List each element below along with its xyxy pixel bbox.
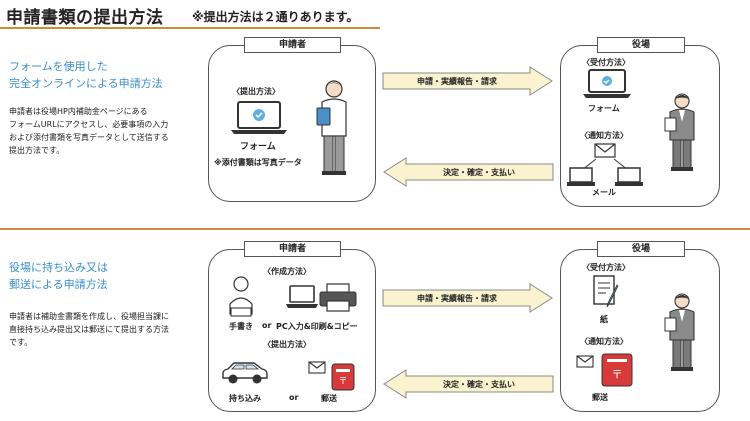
create-method-label: 〈作成方法〉 (263, 267, 311, 276)
handwrite-label: 手書き (229, 322, 253, 331)
section2-description: 申請者は補助金書類を作成し、役場担当課に 直接持ち込み提出又は郵送にて提出する方… (9, 310, 169, 349)
printer-icon (319, 283, 357, 312)
page-title: 申請書類の提出方法 (6, 8, 164, 28)
section1-desc-line: 申請者は役場HP内補助金ページにある (9, 107, 148, 116)
section2-desc-line: 申請者は補助金書類を作成し、役場担当課に (9, 312, 169, 321)
arrow-decision-to-applicant (383, 369, 554, 399)
section2-desc-line: 直接持ち込み提出又は郵送にて提出する方法 (9, 325, 169, 334)
laptop-icon (286, 285, 318, 308)
arrow-apply-label: 申請・実績報告・請求 (417, 77, 497, 86)
section2-heading-line2: 郵送による申請方法 (9, 278, 108, 291)
office-staff-icon (664, 293, 695, 371)
arrow-apply-label: 申請・実績報告・請求 (417, 294, 497, 303)
applicant-panel-online (208, 45, 376, 202)
svg-text:〒: 〒 (612, 368, 623, 381)
arrow-apply-to-office (382, 66, 553, 96)
form-label: フォーム (240, 142, 276, 152)
laptop-form-icon (583, 69, 631, 98)
method-count-note: ※提出方法は２通りあります。 (192, 10, 359, 24)
arrow-decision-to-applicant (383, 157, 554, 187)
svg-text:〒: 〒 (338, 377, 347, 387)
section1-heading-line1: フォームを使用した (9, 60, 108, 73)
office-tab: 役場 (597, 241, 685, 257)
laptop-form-icon (231, 101, 287, 134)
attachment-note: ※添付書類は写真データ (214, 158, 302, 167)
section2-heading: 役場に持ち込み又は 郵送による申請方法 (9, 259, 108, 293)
or-label: or (289, 393, 299, 402)
section1-heading-line2: 完全オンラインによる申請方法 (9, 77, 163, 90)
section1-desc-line: 提出方法です。 (9, 146, 65, 155)
post-label: 郵送 (321, 394, 337, 403)
notify-method-label: 〈通知方法〉 (580, 131, 628, 140)
mail-postbox-icon: 〒 (576, 353, 633, 387)
office-tab: 役場 (597, 37, 685, 53)
paper-document-icon (593, 275, 619, 308)
bring-label: 持ち込み (229, 394, 261, 403)
receive-method-label: 〈受付方法〉 (582, 58, 630, 67)
submit-method-label: 〈提出方法〉 (232, 87, 280, 96)
arrow-apply-to-office (382, 283, 553, 313)
handwriting-person-icon (229, 276, 253, 317)
section1-description: 申請者は役場HP内補助金ページにある フォームURLにアクセスし、必要事項の入力… (9, 105, 169, 157)
mail-postbox-icon: 〒 (308, 361, 355, 391)
applicant-tab: 申請者 (244, 241, 341, 257)
pc-print-copy-label: PC入力&印刷&コピー (276, 322, 358, 331)
car-icon (222, 362, 268, 384)
submit-method-label: 〈提出方法〉 (263, 340, 311, 349)
applicant-tab: 申請者 (244, 37, 341, 53)
paper-label: 紙 (600, 315, 608, 324)
title-underline (0, 27, 380, 29)
mail-label: メール (592, 188, 616, 197)
section1-desc-line: フォームURLにアクセスし、必要事項の入力 (9, 120, 169, 129)
person-tablet-icon (316, 80, 347, 175)
email-notify-icon (567, 143, 643, 186)
section1-desc-line: および添付書類を写真データとして送信する (9, 133, 169, 142)
section1-heading: フォームを使用した 完全オンラインによる申請方法 (9, 58, 163, 92)
arrow-decision-label: 決定・確定・支払い (443, 380, 515, 389)
receive-method-label: 〈受付方法〉 (582, 263, 630, 272)
section2-desc-line: です。 (9, 338, 33, 347)
notify-method-label: 〈通知方法〉 (580, 337, 628, 346)
section-divider (0, 228, 750, 230)
or-label: or (262, 321, 272, 330)
office-form-label: フォーム (588, 104, 620, 113)
section2-heading-line1: 役場に持ち込み又は (9, 261, 108, 274)
arrow-decision-label: 決定・確定・支払い (443, 168, 515, 177)
office-staff-icon (664, 93, 695, 171)
office-post-label: 郵送 (592, 393, 608, 402)
